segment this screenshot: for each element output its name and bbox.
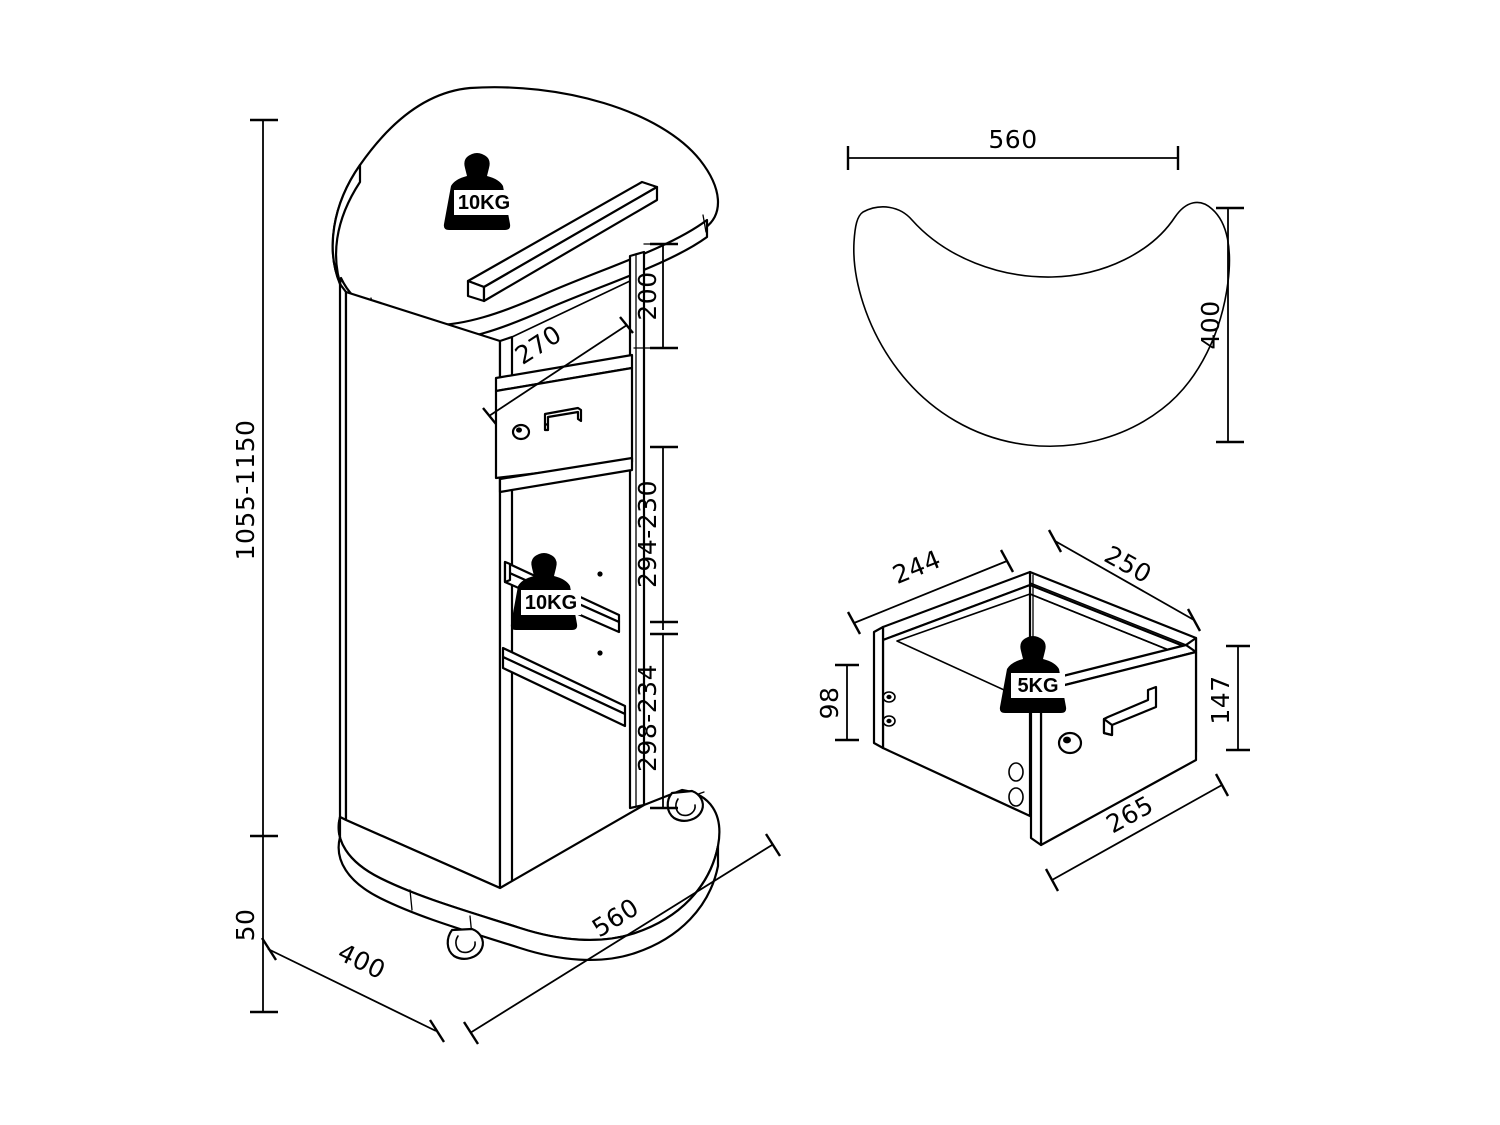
bottom-shelf	[501, 646, 627, 728]
dimension-drawer-box-height-label: 98	[815, 687, 844, 720]
dimension-plan-depth: 400	[1196, 206, 1244, 444]
dimension-plan-depth-label: 400	[1196, 300, 1225, 349]
drawer-detail-handle	[1102, 685, 1158, 737]
shelf-left-edge	[503, 560, 512, 584]
dimension-lower-compartment-label: 298-234	[633, 664, 662, 772]
drawer-handle	[543, 406, 583, 432]
dimension-upper-compartment-label: 200	[633, 271, 662, 320]
dimension-upper-compartment: 200	[633, 242, 678, 350]
worktop-load-text: 10KG	[458, 192, 510, 214]
main-isometric-view: 10KG 10KG 1055-1150 50 200	[231, 86, 782, 1045]
dimension-drawer-front-height: 147	[1206, 644, 1250, 752]
dimension-base-depth: 400	[260, 937, 446, 1043]
dimension-drawer-front-height-label: 147	[1206, 675, 1235, 724]
dimension-lower-compartment: 298-234	[633, 634, 678, 810]
dimension-plan-width: 560	[846, 125, 1180, 170]
bottom-shelf-top-face	[501, 646, 627, 716]
installed-drawer	[494, 353, 634, 480]
dimension-drawer-front-width: 265	[1044, 773, 1230, 892]
worktop-plan-outline	[853, 201, 1231, 448]
drawer-lock-keyhole	[511, 423, 531, 441]
drawer-side-screw-holes	[882, 691, 896, 727]
shelf-pin-hole-1	[597, 571, 603, 577]
shelf-pin-hole-2	[597, 650, 603, 656]
caster-front	[446, 927, 484, 960]
dimension-drawer-width-label: 270	[510, 319, 567, 370]
dimension-plan-width-label: 560	[988, 125, 1037, 154]
worktop-load-weight-icon: 10KG	[443, 153, 514, 230]
dimension-drawer-inner-depth: 244	[846, 544, 1015, 635]
drawer-detail-lock-keyhole	[1057, 731, 1083, 755]
drawer-inner-panel-holes	[1008, 762, 1024, 807]
shelf-load-text: 10KG	[525, 592, 577, 614]
drawer-detail-view: 5KG 244 250 98 147	[815, 529, 1250, 892]
dimension-base-height: 50	[231, 834, 278, 942]
top-plan-view: 560 400	[846, 125, 1244, 448]
dimension-drawer-inner-depth-label: 244	[889, 544, 945, 589]
base-plate-edge	[337, 815, 720, 961]
dimension-total-height-label: 1055-1150	[231, 420, 260, 561]
drawer-front-panel-group	[1029, 643, 1198, 847]
worktop-assembly	[331, 86, 719, 343]
base-plate-assembly	[337, 788, 721, 961]
base-seam-1	[409, 889, 413, 911]
worktop-edge-seam-3	[702, 214, 707, 233]
dimension-total-height: 1055-1150	[231, 118, 278, 1014]
rail-side-face	[482, 185, 659, 303]
paper-stop-rail	[466, 180, 659, 303]
shelf-load-weight-icon: 10KG	[510, 553, 581, 630]
bottom-shelf-front-edge	[501, 655, 627, 728]
dimension-drawer-opening-label: 294-230	[633, 480, 662, 588]
drawer-load-weight-icon: 5KG	[999, 574, 1067, 713]
drawer-load-text: 5KG	[1017, 675, 1058, 697]
dimension-drawer-box-height: 98	[815, 663, 859, 742]
drawer-left-side-thickness	[872, 625, 885, 750]
mid-divider-shelf	[498, 456, 634, 494]
dimension-drawer-opening: 294-230	[633, 445, 678, 636]
left-panel-outer-face	[344, 290, 502, 890]
caster-rear-right	[666, 789, 704, 822]
dimension-base-height-label: 50	[231, 909, 260, 942]
dimension-base-depth-label: 400	[333, 938, 390, 986]
